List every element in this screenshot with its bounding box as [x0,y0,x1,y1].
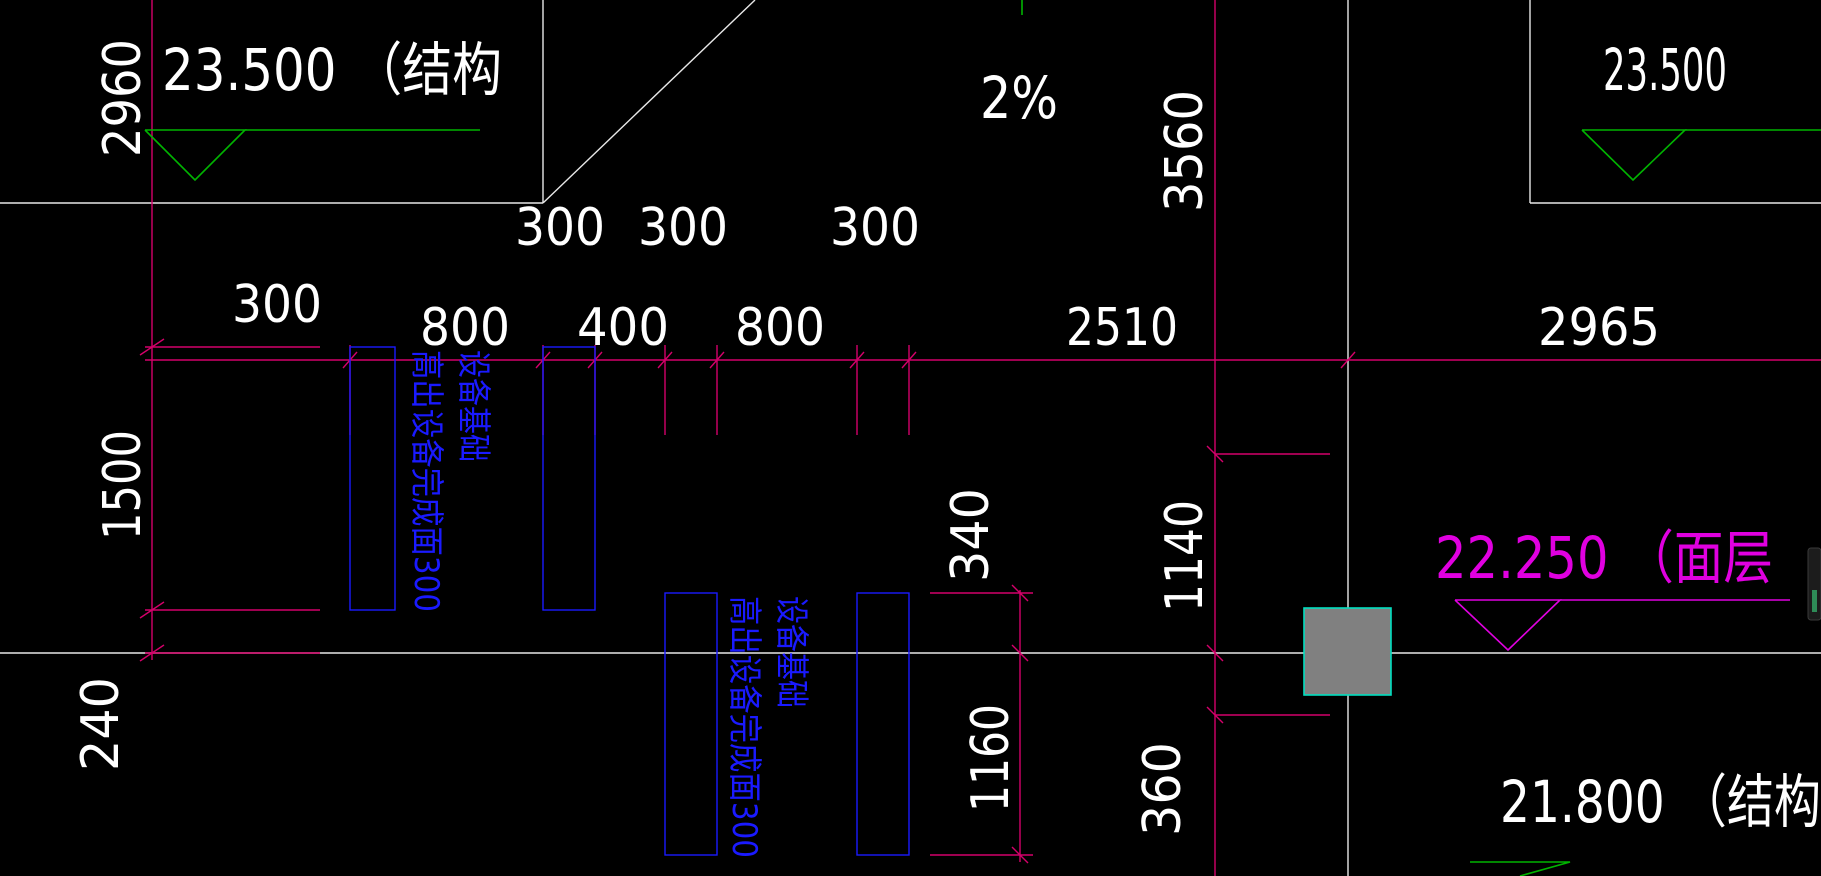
dim-v-1140: 1140 [1155,500,1215,612]
dim-v-1160: 1160 [961,704,1021,812]
dim-v-3560: 3560 [1155,90,1215,212]
foundation-right-a [664,592,718,856]
dim-h-300-b: 300 [638,198,728,258]
elevation-triangle-lower [1470,861,1571,876]
elevation-triangle-left [144,129,247,182]
elevation-struct-right-paren: （ [1800,36,1821,104]
dim-h-2965: 2965 [1538,298,1660,358]
elevation-triangle-right [1581,129,1687,182]
foundation-note-left-1: 设备基础 [453,350,493,462]
elevation-lower: 21.800 （结构 [1500,768,1821,836]
elevation-struct-left: 23.500 （结构 [162,36,502,104]
dim-h-800-a: 800 [420,298,510,358]
foundation-left-b [542,346,596,611]
elevation-struct-right: 23.500 [1603,36,1727,104]
column-square [1303,607,1392,696]
dim-v-360: 360 [1133,742,1193,836]
foundation-left-a [349,346,396,611]
dim-v-340: 340 [941,488,1001,582]
foundation-note-right-1: 设备基础 [771,596,811,708]
foundation-note-right-2: 高出设备完成面300 [724,596,764,858]
scroll-handle-indicator [1812,590,1817,612]
finish-elevation-mark [1454,599,1790,652]
dim-h-300-d: 300 [232,275,322,335]
dim-h-800-b: 800 [735,298,825,358]
elevation-marks [144,0,1821,876]
slope-label: 2% [980,64,1058,132]
dim-v-240: 240 [71,677,131,771]
foundation-right-b [856,592,910,856]
dim-h-300-a: 300 [515,198,605,258]
dim-h-300-c: 300 [830,198,920,258]
dim-v-1500: 1500 [93,430,153,540]
foundation-note-left-2: 高出设备完成面300 [406,350,446,612]
elevation-finish: 22.250 （面层 [1435,524,1773,592]
equipment-foundations [349,346,910,856]
dim-v-2960: 2960 [93,39,153,157]
dim-h-2510: 2510 [1066,298,1178,358]
dim-h-400: 400 [577,298,669,358]
scroll-handle[interactable] [1807,547,1821,621]
